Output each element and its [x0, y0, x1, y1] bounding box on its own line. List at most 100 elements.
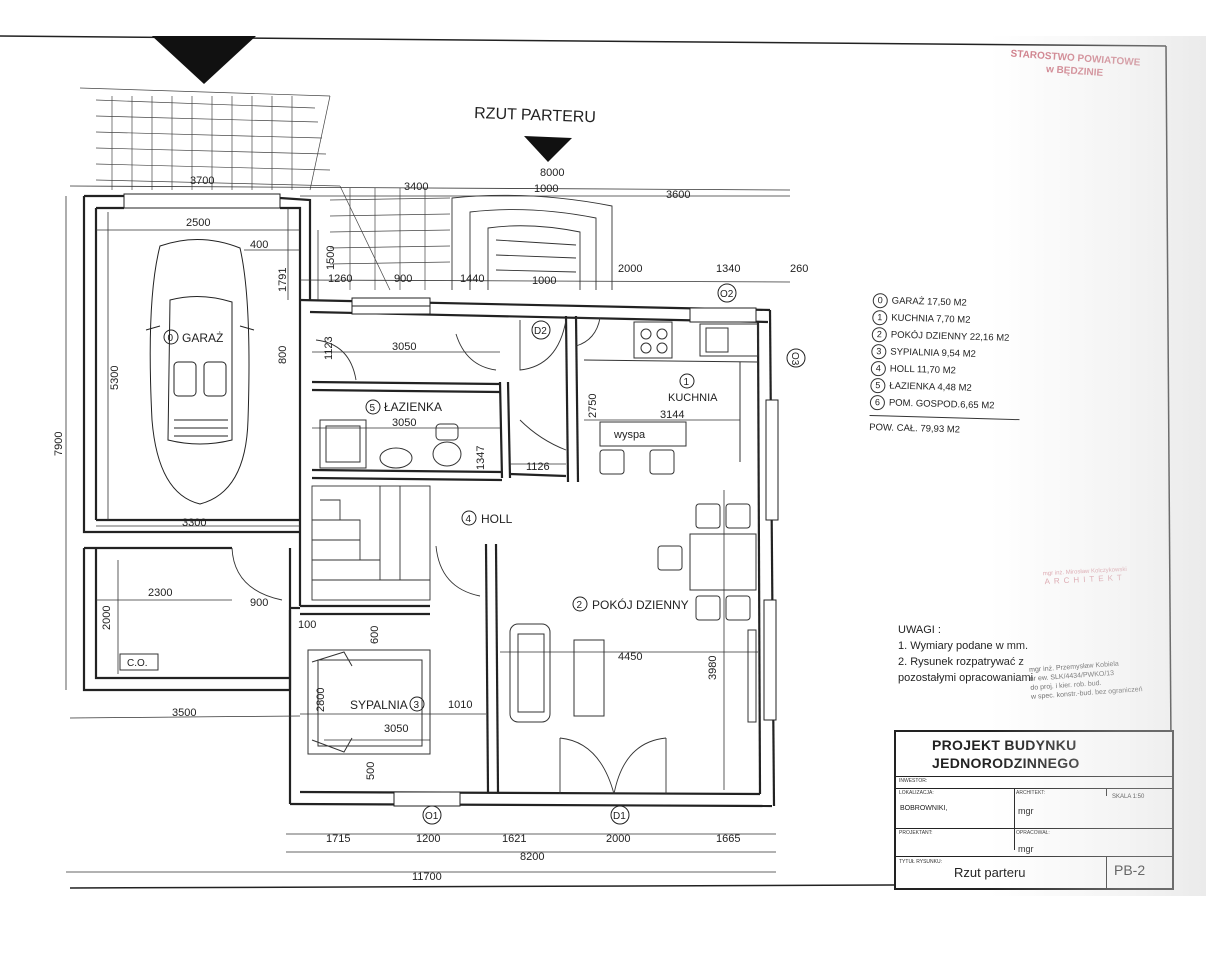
living-number: 2 [577, 600, 583, 611]
legend-number: 4 [870, 360, 887, 377]
dim-2500: 2500 [186, 217, 210, 229]
dim-1123: 1123 [323, 336, 335, 360]
legend-number: 1 [872, 309, 888, 326]
project-title-line2: JEDNORODZINNEGO [932, 755, 1080, 771]
notes-line: 2. Rysunek rozpatrywać z [898, 656, 1024, 668]
kitchen-fixtures [583, 321, 759, 475]
dim-1260: 1260 [328, 273, 352, 285]
dim-1665: 1665 [716, 833, 740, 845]
dim-2300: 2300 [148, 587, 172, 599]
dim-900b: 900 [250, 597, 268, 609]
title-block-divider [896, 856, 1172, 857]
garage-label: GARAŻ [182, 331, 223, 345]
doors [231, 317, 667, 795]
legend-number: 6 [869, 394, 886, 411]
dim-260: 260 [790, 263, 808, 275]
dim-5300: 5300 [109, 366, 121, 390]
dim-3300: 3300 [182, 517, 206, 529]
dim-4450: 4450 [618, 651, 642, 663]
dim-1000: 1000 [534, 183, 558, 195]
car-icon [145, 239, 255, 505]
legend-number: 2 [871, 326, 888, 343]
project-title-line1: PROJEKT BUDYNKU [932, 737, 1077, 753]
dim-3050-top: 3050 [392, 341, 416, 353]
dim-3500: 3500 [172, 707, 196, 719]
designer-label: PROJEKTANT: [899, 830, 933, 836]
dim-2000: 2000 [618, 263, 642, 275]
garage-number: 0 [168, 333, 174, 344]
investor-label: INWESTOR: [899, 778, 928, 784]
room-number-badge [679, 373, 695, 389]
prepared-label: OPRACOWAŁ: [1016, 830, 1050, 836]
room-labels: 0 GARAŻ 1 KUCHNIA wyspa 5 ŁAZIENKA 4 HOL… [163, 329, 718, 712]
notes-line: 1. Wymiary podane w mm. [898, 640, 1029, 652]
dim-500: 500 [365, 762, 377, 780]
room-number-badge [409, 696, 425, 712]
drawing-title-label: TYTUŁ RYSUNKU: [899, 859, 942, 865]
dim-2000b: 2000 [101, 606, 113, 630]
location-label: LOKALIZACJA: [899, 790, 934, 796]
kitchen-number: 1 [684, 377, 690, 388]
bathroom-fixtures [319, 419, 462, 469]
dim-1791: 1791 [277, 268, 289, 292]
drawing-code: PB-2 [1114, 862, 1146, 878]
legend-total: POW. CAŁ. 79,93 M2 [868, 414, 1020, 441]
room-number-badge [461, 510, 477, 526]
boiler-label: C.O. [127, 658, 148, 669]
hall-number: 4 [466, 514, 472, 525]
dim-3700: 3700 [190, 175, 214, 187]
dim-900: 900 [394, 273, 412, 285]
dim-1715: 1715 [326, 833, 350, 845]
title-block-divider [896, 776, 1172, 777]
window-tag-o3: O3 [789, 352, 800, 366]
dim-1000b: 1000 [532, 275, 556, 287]
legend-number: 3 [871, 343, 887, 360]
title-block-divider [1106, 788, 1107, 796]
notes-block: UWAGI : 1. Wymiary podane w mm. 2. Rysun… [898, 622, 1033, 686]
legend-text: KUCHNIA 7,70 M2 [891, 312, 971, 326]
dim-1440: 1440 [460, 273, 484, 285]
title-block-divider [896, 828, 1172, 829]
bathroom-number: 5 [370, 403, 376, 414]
dim-2750: 2750 [587, 394, 599, 418]
dim-1340: 1340 [716, 263, 740, 275]
dim-1347: 1347 [475, 446, 487, 470]
bedroom-label: SYPALNIA [350, 698, 408, 712]
room-number-badge [572, 596, 588, 612]
dim-8200: 8200 [520, 851, 544, 863]
location-value: BOBROWNIKI, [900, 805, 948, 812]
dim-8000: 8000 [540, 167, 564, 179]
dim-3050-bed: 3050 [384, 723, 408, 735]
bed [307, 649, 431, 755]
dim-3980: 3980 [707, 656, 719, 680]
boiler-box [119, 653, 159, 671]
legend-text: POM. GOSPOD.6,65 M2 [888, 397, 995, 412]
island-label: wyspa [613, 429, 646, 441]
dim-2000c: 2000 [606, 833, 630, 845]
architect-name: mgr [1018, 806, 1034, 816]
legend-number: 0 [872, 292, 888, 309]
dim-3400: 3400 [404, 181, 428, 193]
dim-11700: 11700 [412, 871, 442, 883]
door-tag-d2: D2 [534, 326, 547, 337]
room-number-badge [365, 399, 381, 415]
dimension-lines [65, 185, 791, 873]
bedroom-number: 3 [414, 700, 420, 711]
dim-600: 600 [369, 626, 381, 644]
drawing-title: RZUT PARTERU [474, 105, 596, 126]
dim-3050: 3050 [392, 417, 416, 429]
paving-grid [79, 87, 451, 291]
dim-1010: 1010 [448, 699, 472, 711]
walls [82, 194, 776, 808]
notes-line: pozostałymi opracowaniami [898, 672, 1034, 684]
dim-800: 800 [277, 346, 289, 364]
door-tag-d1: D1 [613, 811, 626, 822]
dim-400: 400 [250, 239, 268, 251]
dim-1621: 1621 [502, 833, 526, 845]
drawing-name: Rzut parteru [954, 865, 1026, 880]
entrance-arrow-icon [152, 36, 256, 84]
window-tag-o2: O2 [720, 289, 734, 300]
dining-table [657, 503, 757, 621]
